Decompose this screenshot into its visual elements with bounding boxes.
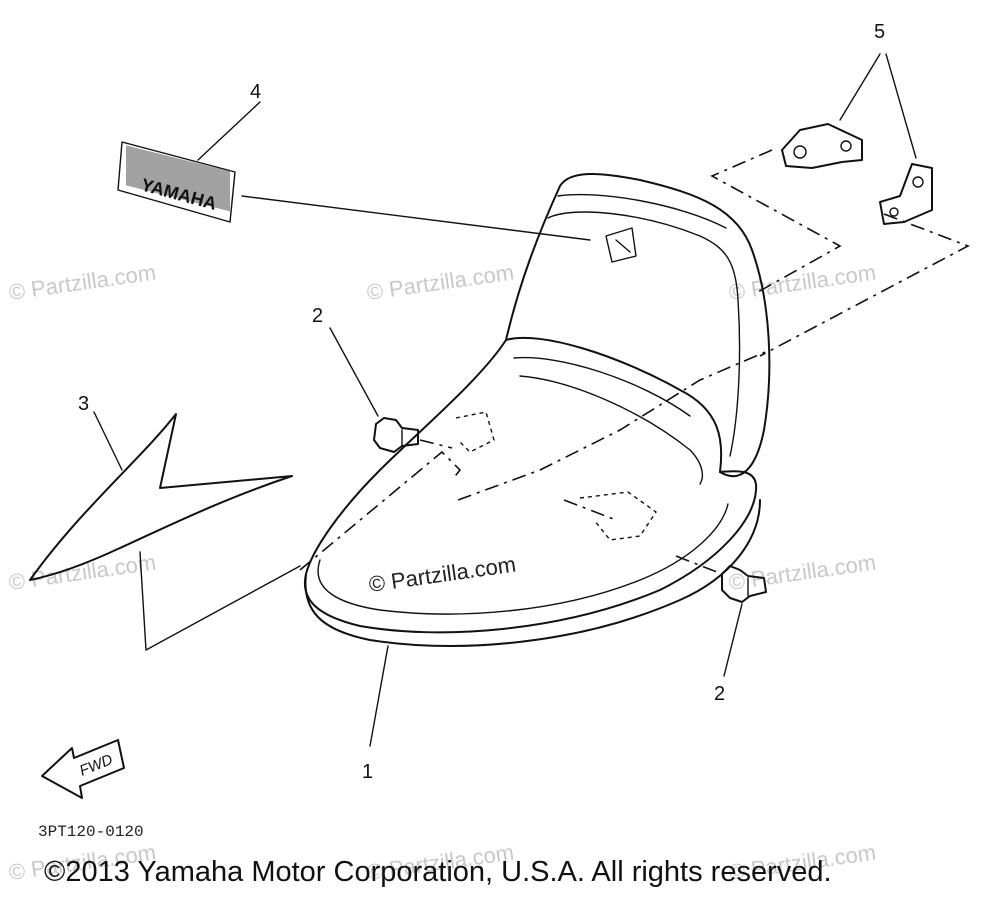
watermark: © Partzilla.com [7, 550, 157, 595]
callout-3: 3 [78, 393, 89, 415]
fwd-arrow: FWD [41, 739, 125, 799]
leader-line [241, 195, 591, 241]
callout-4: 4 [250, 81, 261, 103]
copyright-notice: ©2013 Yamaha Motor Corporation, U.S.A. A… [44, 856, 832, 888]
watermark-center: © Partzilla.com [367, 552, 517, 597]
callout-2-top: 2 [312, 305, 323, 327]
watermark: © Partzilla.com [727, 550, 877, 595]
brackets-part [710, 53, 970, 357]
emblem-small-part: YAMAHA [117, 101, 591, 241]
bolt-bottom-part [675, 555, 767, 677]
callout-1: 1 [362, 761, 373, 783]
watermark-group: © Partzilla.com © Partzilla.com © Partzi… [7, 260, 877, 885]
bolt-top-part [329, 327, 453, 453]
callout-2-bottom: 2 [714, 683, 725, 705]
emblem-large-part [29, 411, 301, 651]
watermark: © Partzilla.com [365, 260, 515, 305]
seat-part [299, 173, 771, 747]
leader-line [197, 101, 261, 161]
callout-5: 5 [874, 21, 885, 43]
watermark: © Partzilla.com [7, 260, 157, 305]
diagram-code: 3PT120-0120 [38, 823, 144, 841]
